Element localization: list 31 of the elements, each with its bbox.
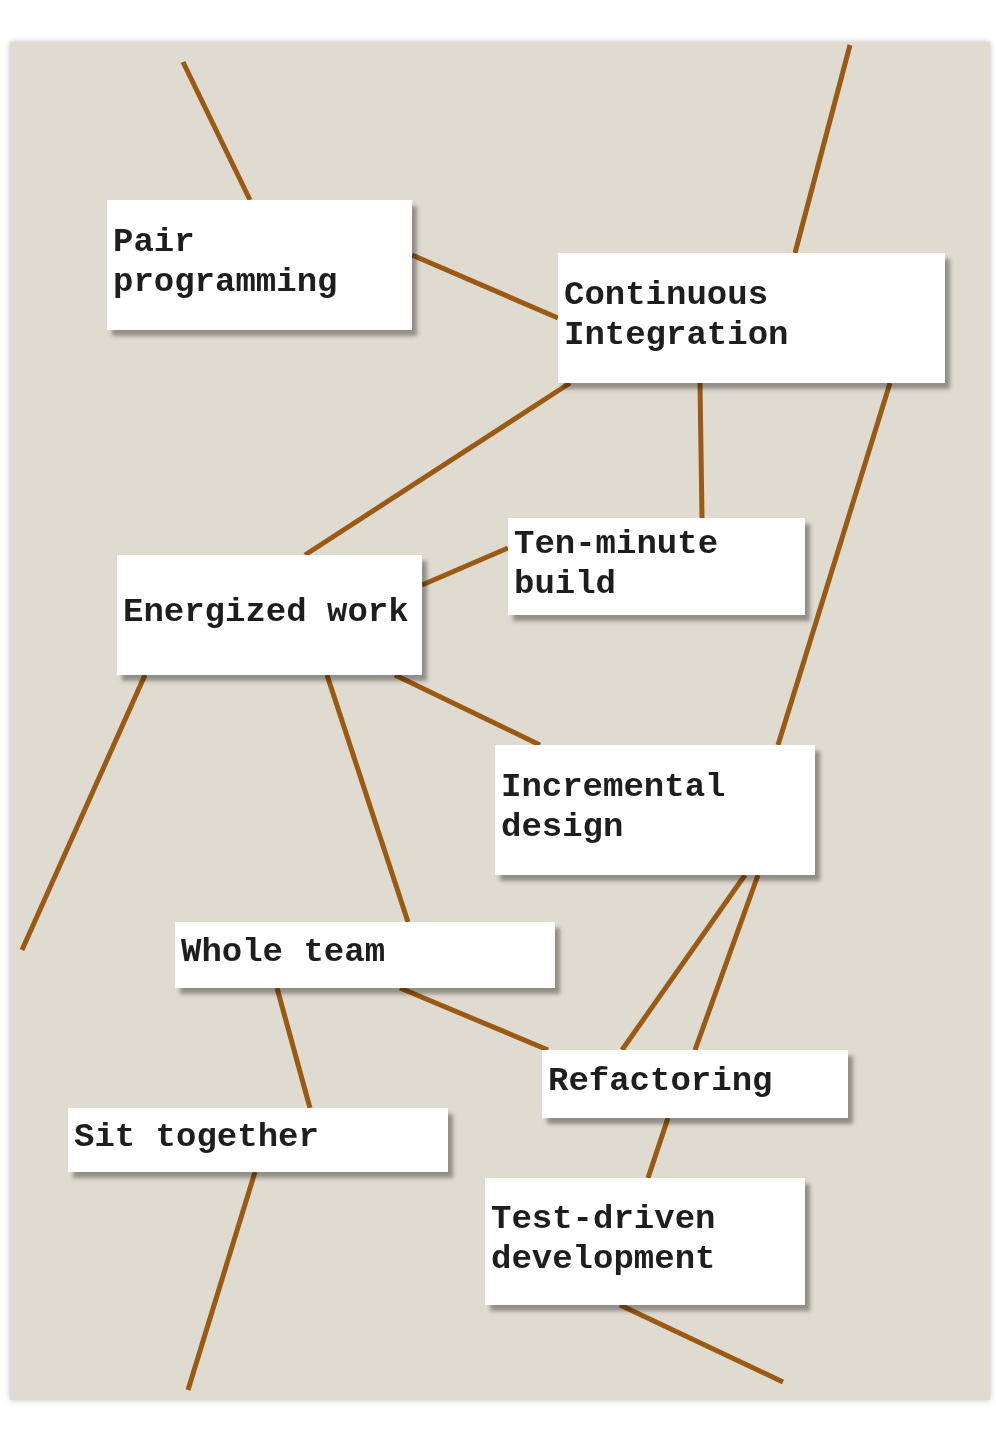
card-label: Incremental design xyxy=(501,767,727,847)
note-card xyxy=(107,200,412,330)
card-label: Sit together xyxy=(74,1117,320,1157)
card-label: Continuous Integration xyxy=(564,275,790,355)
connector-line xyxy=(185,1171,258,1391)
connector-line xyxy=(619,873,748,1052)
note-card xyxy=(485,1178,805,1305)
connector-line xyxy=(792,44,853,254)
card-label: Pair programming xyxy=(113,222,339,302)
connector-line xyxy=(274,987,313,1109)
card-label: Test-driven development xyxy=(491,1198,717,1279)
note-card xyxy=(558,253,945,383)
note-card xyxy=(68,1108,448,1172)
connector-line xyxy=(19,674,148,951)
connector-line xyxy=(324,674,411,923)
note-card xyxy=(542,1050,848,1118)
connector-line xyxy=(692,874,761,1051)
connector-line xyxy=(421,545,509,588)
card-label: Refactoring xyxy=(548,1061,774,1101)
card-label: Ten-minute build xyxy=(514,523,720,604)
note-card xyxy=(117,555,422,675)
note-card xyxy=(175,922,555,988)
connector-line xyxy=(775,382,893,746)
card-label: Energized work xyxy=(123,592,410,632)
note-card xyxy=(508,518,805,615)
connector-line xyxy=(180,60,253,202)
connector-line xyxy=(411,252,559,321)
card-label: Whole team xyxy=(181,932,387,972)
connector-line xyxy=(697,382,705,519)
connector-line xyxy=(645,1117,671,1179)
note-card xyxy=(495,745,815,875)
